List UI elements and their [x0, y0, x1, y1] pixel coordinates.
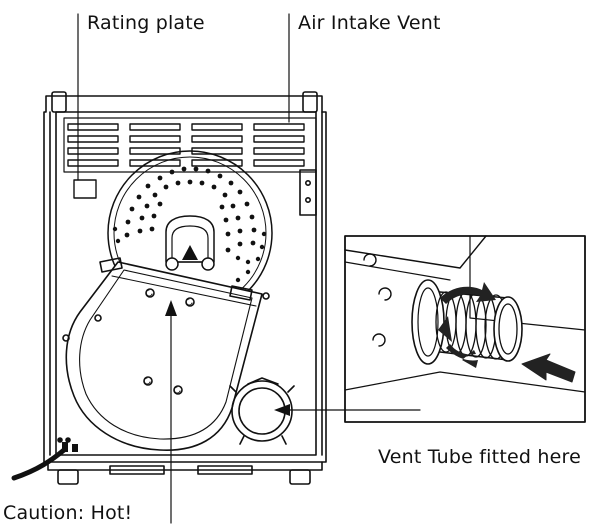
warning-triangle-icon — [182, 245, 198, 260]
fan-perforations — [112, 166, 267, 283]
vent-leader-arrow-icon — [274, 404, 290, 416]
rotate-arrow-bottom-icon — [446, 344, 478, 368]
push-arrow-icon — [521, 353, 576, 383]
callout-lines — [77, 13, 421, 524]
rotate-arrow-top-icon — [440, 282, 496, 304]
lower-cover — [62, 257, 270, 451]
rating-plate — [73, 179, 97, 199]
air-intake-vent — [63, 117, 317, 173]
caution-arrow-icon — [165, 300, 177, 316]
caution-hot-label: Caution: Hot! — [3, 502, 133, 524]
vent-tube-fitted-label: Vent Tube fitted here — [378, 446, 581, 468]
rating-plate-label: Rating plate — [87, 12, 205, 34]
air-intake-vent-label: Air Intake Vent — [298, 12, 441, 34]
power-cable — [11, 437, 78, 481]
vent-tube-inset — [344, 235, 586, 423]
dryer-cabinet — [43, 91, 327, 485]
vent-outlet — [229, 377, 295, 445]
